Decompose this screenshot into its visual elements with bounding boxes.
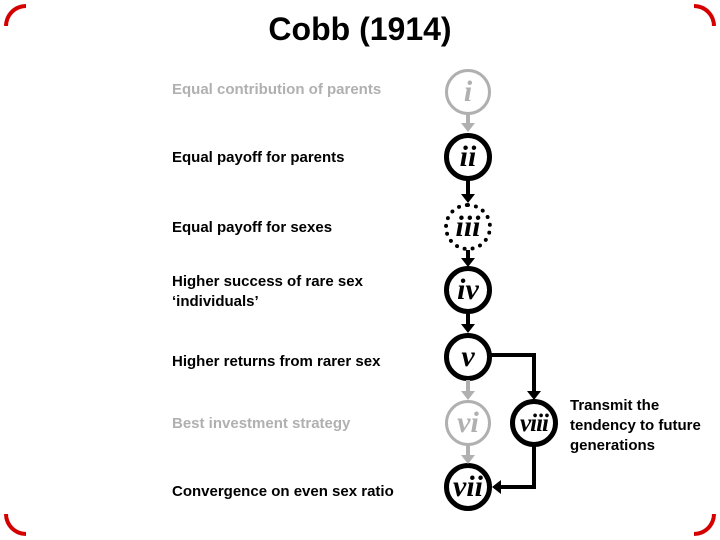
step-numeral-vi: vi <box>457 406 479 439</box>
step-label-v: Higher returns from rarer sex <box>172 353 381 370</box>
step-circle-i: i <box>445 69 491 115</box>
transmit-note-line-2: tendency to future <box>570 417 701 434</box>
step-label-ii: Equal payoff for parents <box>172 149 345 166</box>
transmit-note: Transmit the tendency to future generati… <box>570 396 701 456</box>
step-numeral-iv: iv <box>457 273 479 306</box>
step-numeral-vii: vii <box>453 470 483 503</box>
step-label-i: Equal contribution of parents <box>172 81 382 98</box>
step-circle-vii: vii <box>444 463 492 511</box>
step-label-vii: Convergence on even sex ratio <box>172 483 394 500</box>
step-circle-iv: iv <box>444 266 492 314</box>
step-circle-v: v <box>444 333 492 381</box>
step-numeral-ii: ii <box>459 140 477 173</box>
corner-accent-top-left <box>4 4 26 26</box>
step-circle-ii: ii <box>444 133 492 181</box>
step-numeral-iii: iii <box>455 210 481 243</box>
step-circle-iii: iii <box>444 203 492 251</box>
step-label-iii: Equal payoff for sexes <box>172 219 333 236</box>
step-numeral-v: v <box>461 340 475 373</box>
step-label-vi: Best investment strategy <box>172 415 351 432</box>
corner-accent-bottom-left <box>4 514 26 536</box>
corner-accent-bottom-right <box>694 514 716 536</box>
slide-title: Cobb (1914) <box>268 11 452 47</box>
step-numeral-i: i <box>463 75 473 108</box>
branch-numeral-viii: viii <box>520 409 549 437</box>
step-circle-vi: vi <box>445 400 491 446</box>
transmit-note-line-3: generations <box>570 437 656 454</box>
transmit-note-line-1: Transmit the <box>570 397 660 414</box>
step-label-iv: Higher success of rare sex ‘individuals’ <box>172 273 363 310</box>
branch-circle-viii: viii <box>510 399 558 447</box>
